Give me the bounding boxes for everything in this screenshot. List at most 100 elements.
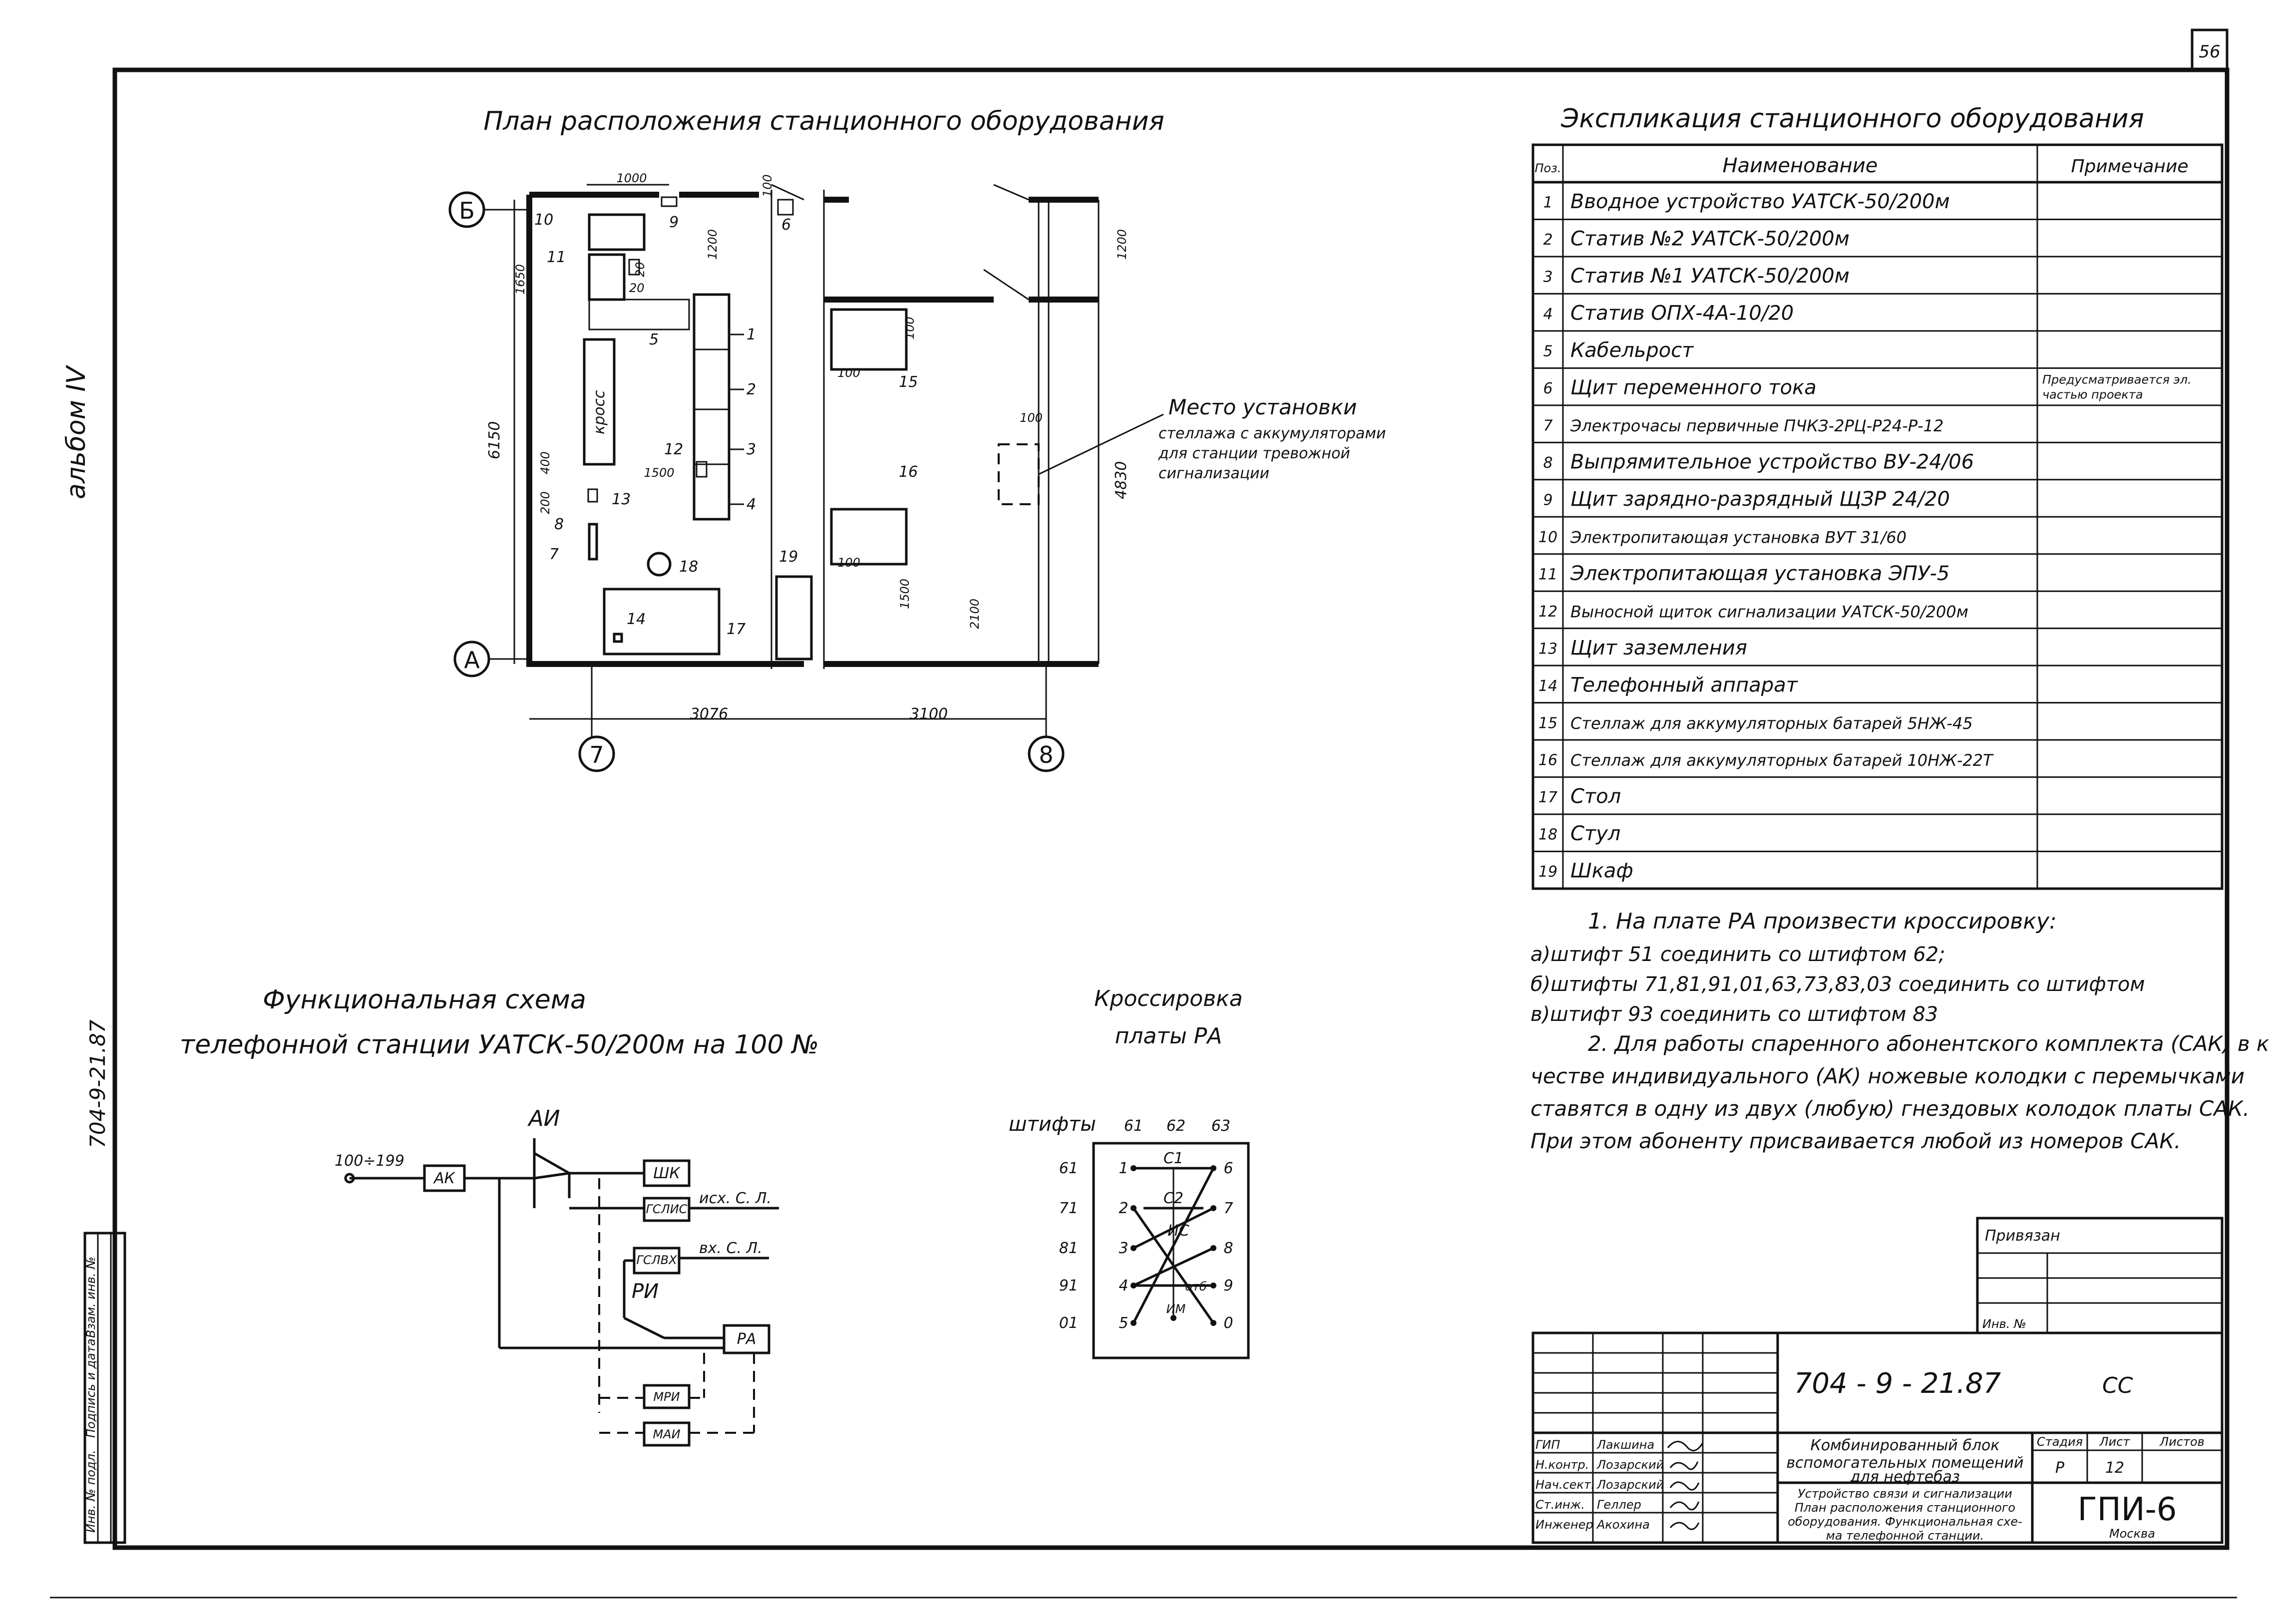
ai-label: АИ bbox=[527, 1106, 560, 1131]
signature-5 bbox=[1669, 1522, 1700, 1530]
org-name: ГПИ-6 bbox=[2078, 1491, 2177, 1528]
battery-note-2: стеллажа с аккумуляторами bbox=[1158, 425, 1386, 442]
kross-title-1: Кроссировка bbox=[1094, 986, 1242, 1011]
shk-block bbox=[643, 1159, 691, 1187]
kross-label: кросс bbox=[591, 390, 608, 434]
dim-1200b: 1200 bbox=[1115, 229, 1129, 260]
row-name: Стол bbox=[1570, 785, 1621, 808]
row-name: Электропитающая установка ЭПУ-5 bbox=[1570, 562, 1949, 585]
sheet-title-2: План расположения станционного bbox=[1795, 1501, 2015, 1515]
equip-11 bbox=[588, 253, 626, 301]
battery-note-4: сигнализации bbox=[1158, 465, 1269, 482]
ra-block bbox=[723, 1324, 770, 1354]
equip-kross bbox=[583, 338, 616, 466]
pos-11: 11 bbox=[547, 249, 566, 266]
axis-8-label: 8 bbox=[1039, 741, 1053, 768]
project-title-2: вспомогательных помещений bbox=[1786, 1454, 2023, 1472]
kross-board bbox=[1092, 1142, 1250, 1359]
row-pos: 1 bbox=[1543, 194, 1552, 212]
row-note: Предусматривается эл. bbox=[2042, 373, 2192, 387]
col-header-pos: Поз. bbox=[1534, 161, 1561, 175]
axis-7-label: 7 bbox=[589, 741, 604, 768]
equip-7 bbox=[588, 523, 598, 561]
role-4: Ст.инж. bbox=[1535, 1498, 1585, 1512]
sheet-value: 12 bbox=[2105, 1459, 2124, 1477]
left-pin-5: 5 bbox=[1119, 1314, 1128, 1332]
row-pos: 14 bbox=[1538, 677, 1557, 695]
row-pos: 16 bbox=[1538, 752, 1557, 769]
dim-100d: 100 bbox=[760, 174, 774, 197]
row-name: Щит заземления bbox=[1570, 637, 1747, 659]
ri-label: РИ bbox=[632, 1280, 659, 1303]
sheet-number-box bbox=[2191, 28, 2229, 71]
row-pos: 2 bbox=[1543, 231, 1552, 249]
row-name: Статив №1 УАТСК-50/200м bbox=[1570, 265, 1850, 288]
axis-a-label: А bbox=[464, 647, 480, 673]
sheets-header: Листов bbox=[2159, 1435, 2205, 1449]
equip-5-cableway bbox=[588, 299, 690, 330]
right-pin-6: 6 bbox=[1223, 1160, 1233, 1177]
im-label: ИМ bbox=[1166, 1302, 1186, 1316]
sheet-title-3: оборудования. Функциональная схе- bbox=[1788, 1515, 2022, 1529]
pos-2: 2 bbox=[747, 381, 756, 398]
sheet-title-1: Устройство связи и сигнализации bbox=[1798, 1487, 2012, 1501]
left-pin-2: 2 bbox=[1119, 1200, 1128, 1217]
equip-12 bbox=[696, 461, 708, 478]
row-pos: 13 bbox=[1538, 640, 1557, 657]
project-title-1: Комбинированный блок bbox=[1811, 1437, 2000, 1454]
pos-16: 16 bbox=[899, 463, 918, 481]
battery-place bbox=[998, 443, 1040, 505]
vx-sl-label: вх. С. Л. bbox=[699, 1240, 762, 1257]
signature-3 bbox=[1669, 1481, 1700, 1491]
axis-b-marker bbox=[448, 191, 485, 228]
col-61: 61 bbox=[1124, 1117, 1143, 1135]
notes: 1. На плате РА произвести кроссировку: а… bbox=[1530, 909, 2270, 1153]
dim-3076: 3076 bbox=[690, 705, 728, 723]
dim-1000: 1000 bbox=[616, 171, 647, 185]
side-stamp-col-1: Инв. № подл. bbox=[84, 1450, 98, 1533]
dim-100e: 100 bbox=[1020, 411, 1043, 425]
dim-100a: 100 bbox=[837, 366, 860, 380]
func-title-1: Функциональная схема bbox=[263, 985, 586, 1015]
pos-15: 15 bbox=[899, 373, 918, 391]
row-81: 81 bbox=[1059, 1240, 1078, 1257]
dim-100b: 100 bbox=[903, 317, 917, 339]
equip-16 bbox=[830, 508, 908, 566]
row-pos: 11 bbox=[1538, 566, 1557, 583]
dim-100c: 100 bbox=[837, 556, 860, 570]
col-header-name: Наименование bbox=[1723, 154, 1878, 177]
dim-1500b: 1500 bbox=[898, 579, 912, 609]
pos-4: 4 bbox=[747, 496, 756, 513]
equip-9 bbox=[661, 196, 678, 207]
plan-title: План расположения станционного оборудова… bbox=[483, 106, 1164, 136]
role-2: Н.контр. bbox=[1535, 1458, 1589, 1472]
dim-2100: 2100 bbox=[968, 599, 982, 629]
row-name: Электропитающая установка ВУТ 31/60 bbox=[1570, 528, 1906, 547]
row-pos: 4 bbox=[1543, 306, 1552, 323]
role-1: ГИП bbox=[1535, 1438, 1560, 1452]
sheet-title-4: ма телефонной станции. bbox=[1826, 1529, 1984, 1543]
name-3: Лозарский bbox=[1596, 1478, 1664, 1492]
pins-label: штифты bbox=[1009, 1113, 1096, 1136]
row-01: 01 bbox=[1059, 1314, 1078, 1332]
pos-9: 9 bbox=[669, 214, 679, 231]
pos-8: 8 bbox=[554, 516, 564, 533]
row-name: Стеллаж для аккумуляторных батарей 5НЖ-4… bbox=[1570, 714, 1973, 733]
signature-2 bbox=[1669, 1461, 1699, 1470]
signature-4 bbox=[1669, 1501, 1700, 1511]
sheet-header: Лист bbox=[2099, 1435, 2131, 1449]
row-pos: 18 bbox=[1538, 826, 1557, 844]
row-pos: 17 bbox=[1538, 789, 1557, 806]
pos-7: 7 bbox=[549, 546, 559, 563]
row-pos: 19 bbox=[1538, 863, 1557, 881]
side-code: 704-9-21.87 bbox=[85, 1019, 110, 1148]
row-pos: 12 bbox=[1538, 603, 1557, 621]
note-line-6: честве индивидуального (АК) ножевые коло… bbox=[1530, 1064, 2245, 1088]
functional-scheme: Функциональная схема телефонной станции … bbox=[180, 985, 819, 1447]
note-line-4: в)штифт 93 соединить со штифтом 83 bbox=[1530, 1003, 1938, 1026]
org-city: Москва bbox=[2109, 1527, 2155, 1541]
row-name: Щит зарядно-разрядный ЩЗР 24/20 bbox=[1570, 488, 1950, 511]
isk-sl-label: исх. С. Л. bbox=[699, 1190, 771, 1207]
sheet-number: 56 bbox=[2199, 42, 2220, 62]
pos-3: 3 bbox=[747, 441, 756, 458]
